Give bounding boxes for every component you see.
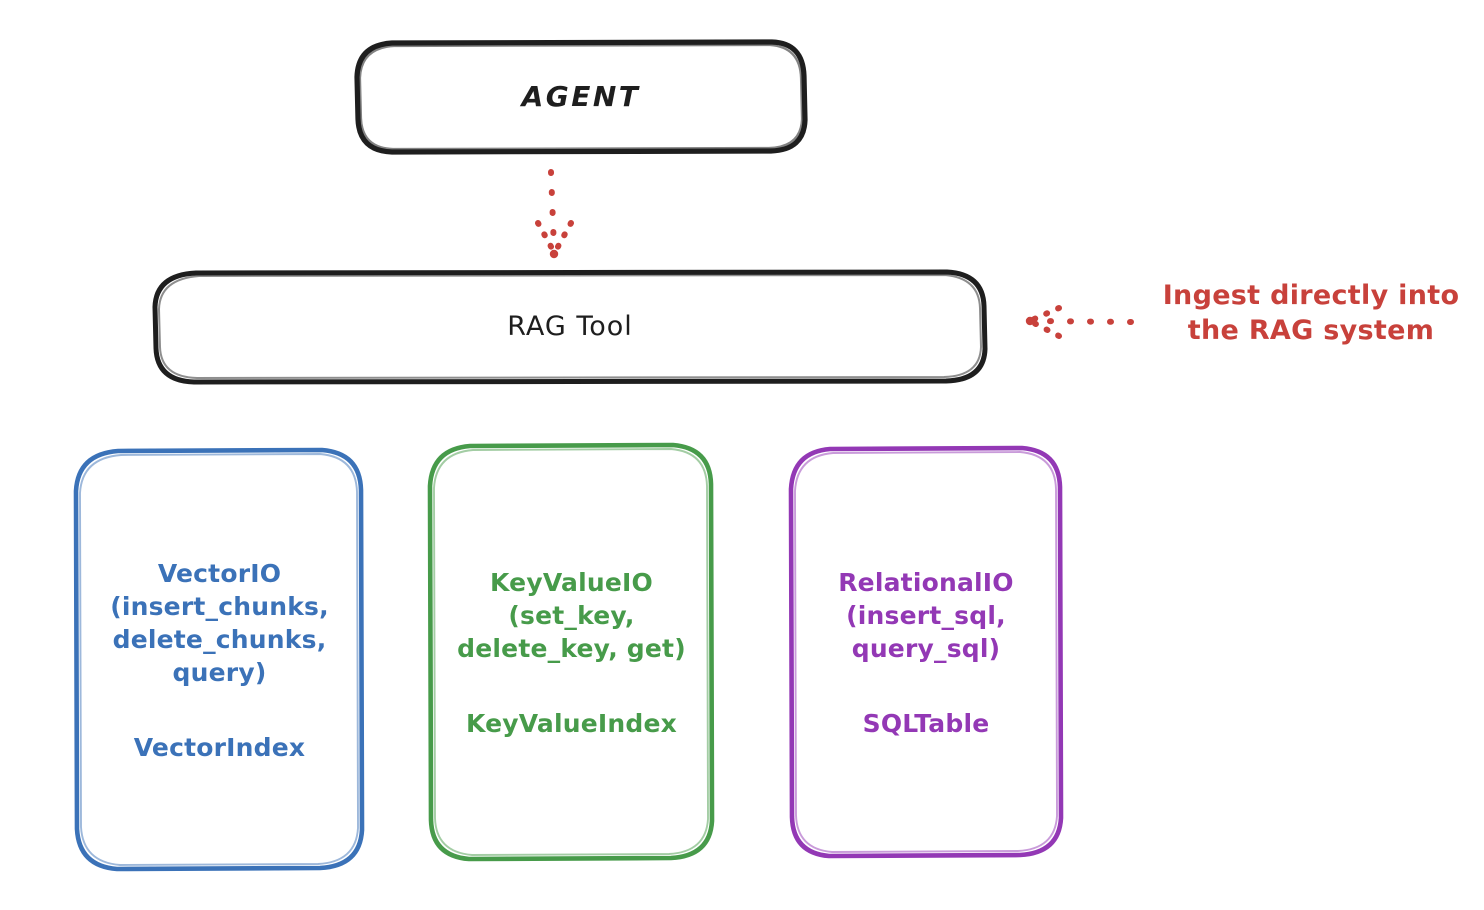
- agent-to-rag-tool-arrow: [535, 169, 574, 259]
- node-key-value-io-label: KeyValueIO (set_key, delete_key, get): [457, 568, 686, 663]
- node-agent[interactable]: AGENT: [357, 42, 805, 153]
- ingest-annotation-text: Ingest directly into the RAG system: [1162, 280, 1460, 346]
- node-relational-io-sublabel: SQLTable: [862, 709, 990, 738]
- key-value-io-box-outline: [427, 442, 715, 862]
- agent-box-outline: [354, 39, 808, 155]
- relational-io-box-outline: [788, 445, 1064, 859]
- node-vector-io-label: VectorIO (insert_chunks, delete_chunks, …: [110, 559, 329, 687]
- node-key-value-io-sublabel: KeyValueIndex: [465, 709, 678, 738]
- vector-io-box-outline: [73, 447, 365, 872]
- rag-tool-box-outline: [152, 269, 988, 385]
- node-rag-tool[interactable]: RAG Tool: [155, 272, 985, 382]
- node-agent-label: AGENT: [521, 80, 641, 114]
- node-vector-io[interactable]: VectorIO (insert_chunks, delete_chunks, …: [76, 450, 363, 869]
- node-relational-io-label: RelationalIO (insert_sql, query_sql): [838, 568, 1014, 663]
- node-rag-tool-label: RAG Tool: [507, 310, 633, 342]
- node-relational-io[interactable]: RelationalIO (insert_sql, query_sql) SQL…: [791, 448, 1061, 856]
- ingest-annotation: Ingest directly into the RAG system: [1146, 279, 1476, 348]
- node-key-value-io[interactable]: KeyValueIO (set_key, delete_key, get) Ke…: [430, 445, 713, 859]
- node-vector-io-sublabel: VectorIndex: [133, 733, 306, 762]
- ingest-annotation-arrow: [1025, 305, 1134, 339]
